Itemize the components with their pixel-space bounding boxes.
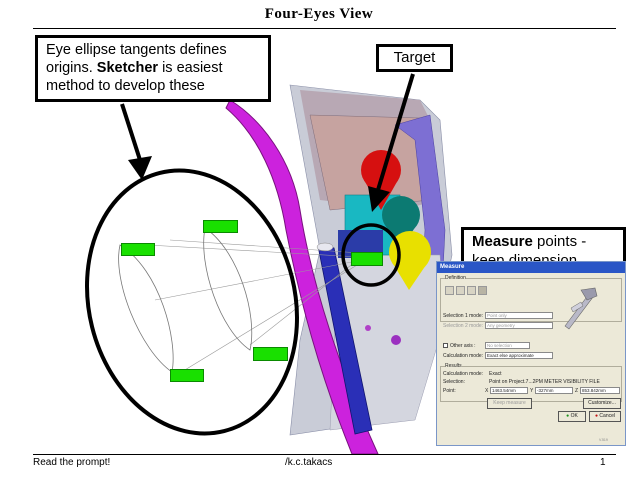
target-highlight [341,223,401,287]
dialog-title: Measure [440,264,465,270]
selection2-label: Selection 2 mode: [443,323,484,329]
measure-tag [203,220,238,233]
small-part-2 [365,325,371,331]
callout-text: Eye ellipse tangents defines origins. [46,42,227,76]
calc-mode-label: Calculation mode: [443,353,484,359]
selection2-value: Any geometry [487,323,515,328]
selection1-select[interactable]: Point only [485,312,553,319]
cancel-label: Cancel [599,413,615,419]
measure-dialog: Measure Definition Selection 1 mode: Poi… [436,261,626,446]
page-number: 1 [600,457,606,468]
result-calc-label: Calculation mode: [443,371,484,377]
measure-tag [121,243,155,256]
result-selection-label: Selection: [443,379,465,385]
results-label: Results [445,363,462,369]
definition-label: Definition [445,275,466,281]
ok-label: OK [570,413,578,419]
dialog-corner-code: V.519 [599,438,608,442]
yellow-ball-cone [392,262,428,290]
calc-mode-select[interactable]: Exact else approximate [485,352,553,359]
measure-tag [253,347,288,361]
calc-mode-value: Exact else approximate [487,353,534,358]
arrow-left [120,103,152,180]
title-divider [33,28,616,29]
callout-target: Target [376,44,453,72]
result-calc-value: Exact [489,371,502,377]
point-y-value: -327mm [537,388,554,393]
callout-eye-ellipse: Eye ellipse tangents defines origins. Sk… [35,35,271,102]
measure-fan-icon[interactable] [467,286,476,295]
arrow-target [368,73,415,212]
other-axis-label: Other axis : [450,343,476,349]
definition-group [440,278,622,322]
measure-tag [351,252,383,266]
other-axis-field[interactable]: No selection [485,342,530,349]
point-z-value: 853.842mm [582,388,606,393]
point-x-label: X [485,388,489,394]
point-x-value: 1463.54mm [492,388,516,393]
keep-measure-button[interactable]: Keep measure [487,398,532,409]
measure-chain-icon[interactable] [456,286,465,295]
selection1-label: Selection 1 mode: [443,313,484,319]
point-y-label: Y [530,388,534,394]
measure-tag [170,369,204,382]
sight-lines [129,239,363,377]
selection2-select[interactable]: Any geometry [485,322,553,329]
point-z-field[interactable]: 853.842mm [580,387,620,394]
callout-text: is easiest method to develop these [46,60,223,94]
point-x-field[interactable]: 1463.54mm [490,387,528,394]
keep-measure-label: Keep measure [493,400,526,406]
measure-item-icon[interactable] [478,286,487,295]
ok-icon: ● [566,413,570,419]
footer-left: Read the prompt! [33,457,111,468]
other-axis-checkbox[interactable] [443,343,448,348]
result-point-label: Point: [443,388,456,394]
cancel-icon: ● [595,413,599,419]
footer-author: /k.c.takacs [285,457,333,468]
dialog-title-bar[interactable]: Measure [437,262,625,273]
point-z-label: Z [575,388,579,394]
ok-button[interactable]: ● OK [558,411,586,422]
caliper-icon [564,287,598,330]
eye-ellipse-highlight [85,168,299,436]
footer-divider [33,454,616,455]
small-part-1 [391,335,401,345]
selection1-value: Point only [487,313,507,318]
customize-button[interactable]: Customize... [583,398,621,409]
measure-between-icon[interactable] [445,286,454,295]
result-selection-value: Point on Project.7...2PM METER VISIBILIT… [489,379,600,385]
other-axis-value: No selection [487,343,512,348]
slide-title: Four-Eyes View [264,6,374,22]
callout-bold-text: Sketcher [96,60,159,76]
point-y-field[interactable]: -327mm [535,387,573,394]
steering-column-cap [316,242,334,252]
callout-bold-text: Measure [472,233,533,250]
cancel-button[interactable]: ● Cancel [589,411,621,422]
customize-label: Customize... [588,400,616,406]
